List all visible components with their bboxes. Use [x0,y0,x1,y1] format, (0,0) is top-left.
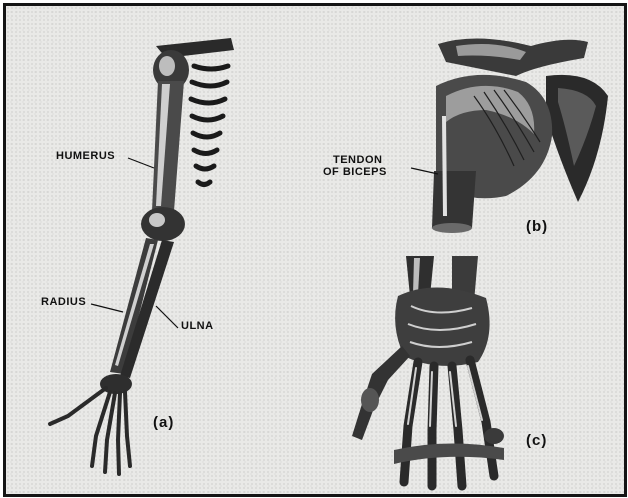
panel-c-label: (c) [526,432,547,449]
tendon-of-biceps-label-line2: OF BICEPS [323,166,387,178]
ulna-label: ULNA [181,320,214,332]
humerus-label: HUMERUS [56,150,115,162]
panel-a-label: (a) [153,414,174,431]
anatomy-illustration [6,6,624,494]
shoulder-joint-illustration [411,38,608,233]
radius-label: RADIUS [41,296,86,308]
arm-skeleton-illustration [50,38,234,474]
figure-frame: HUMERUS RADIUS ULNA TENDON OF BICEPS (a)… [3,3,627,497]
tendon-of-biceps-label-line1: TENDON [333,154,382,166]
panel-b-label: (b) [526,218,548,235]
wrist-hand-illustration [352,256,504,486]
